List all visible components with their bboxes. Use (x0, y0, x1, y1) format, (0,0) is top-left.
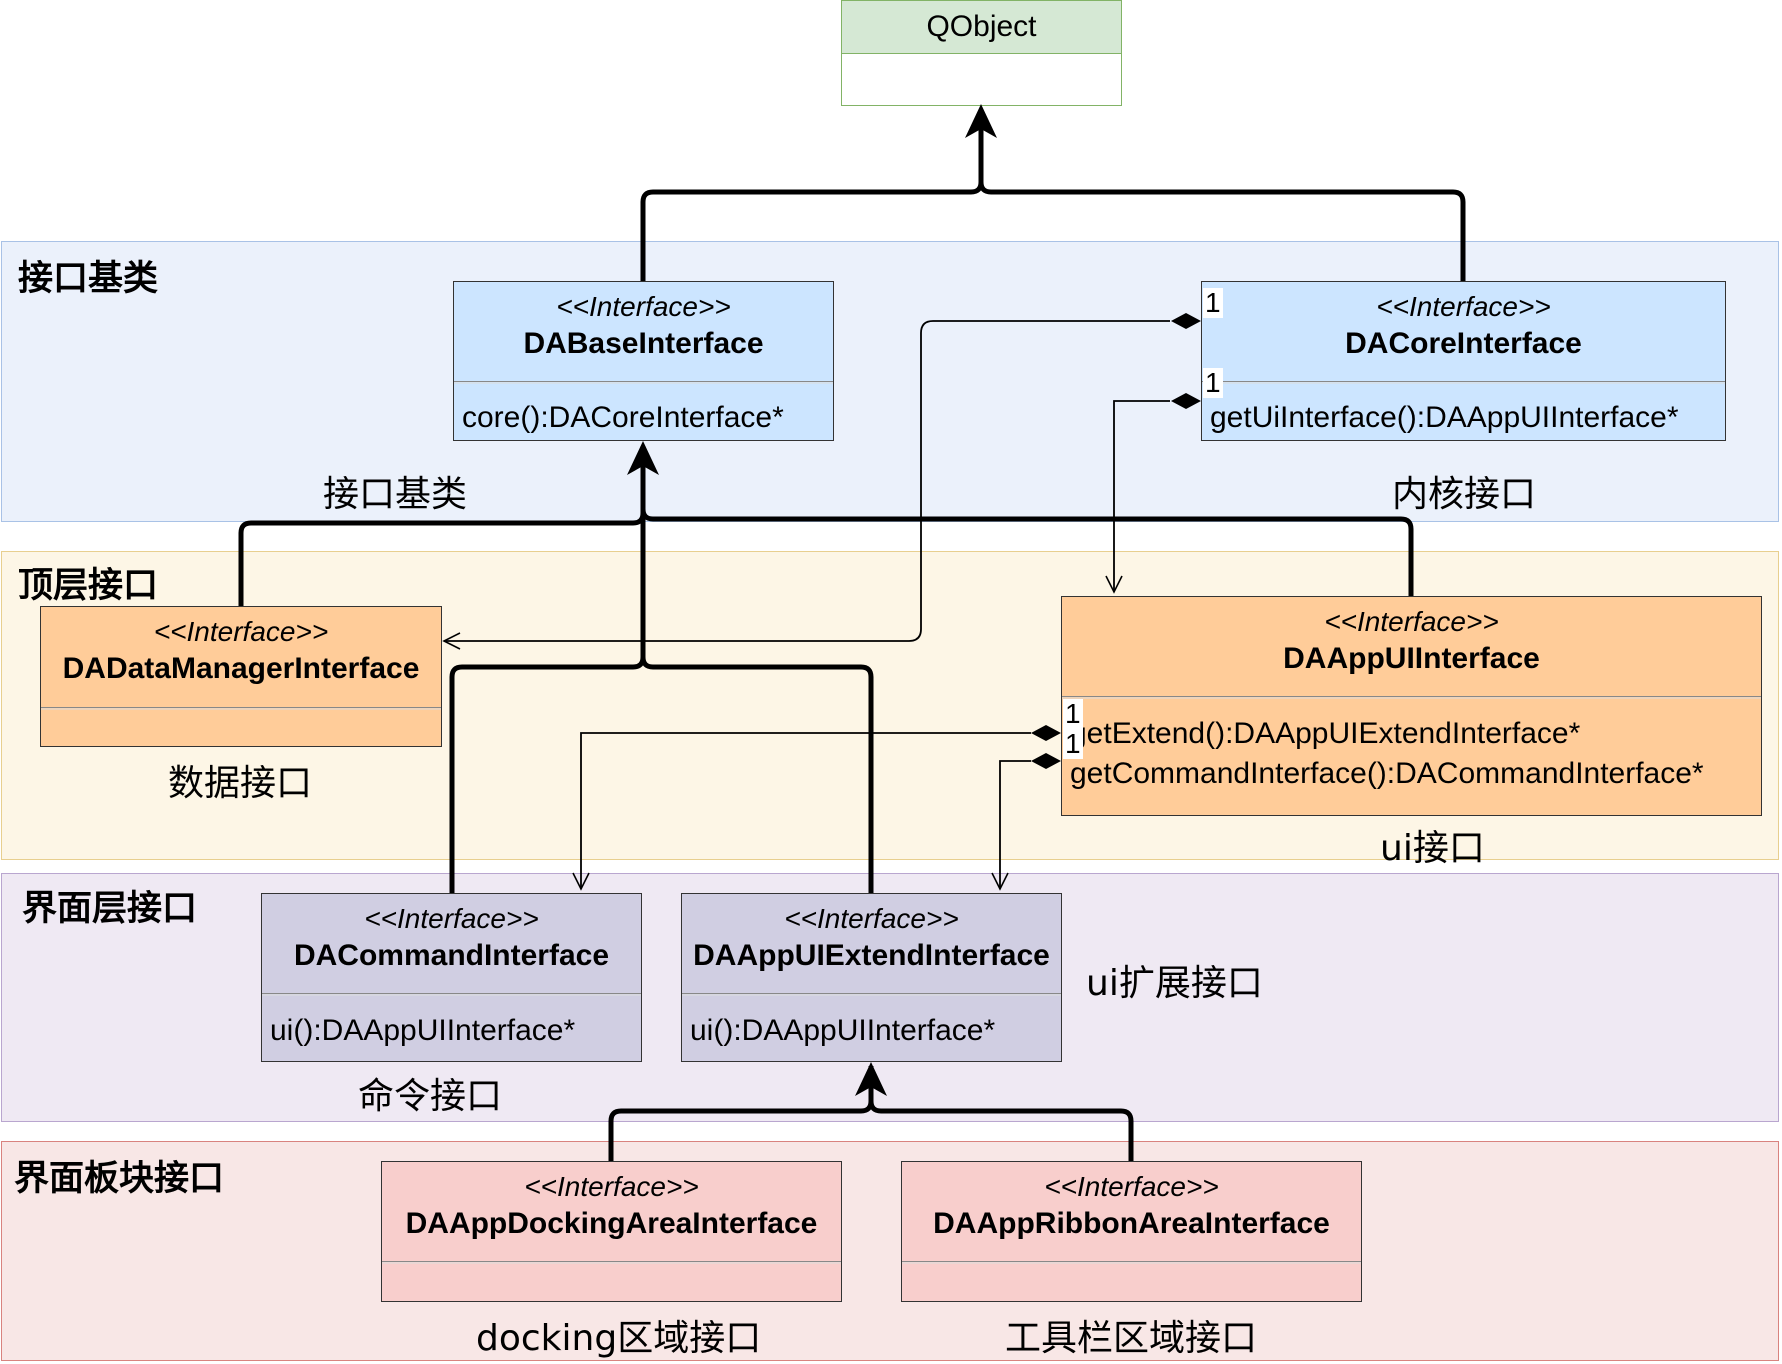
divider (262, 993, 641, 994)
multiplicity-label: 1 (1063, 698, 1083, 729)
layer-title: 接口基类 (18, 259, 159, 299)
class-name: DABaseInterface (523, 327, 764, 360)
divider (682, 993, 1061, 994)
class-header: <<Interface>> DACommandInterface (262, 894, 641, 976)
divider (382, 1261, 841, 1262)
divider (902, 1261, 1361, 1262)
stereotype: <<Interface>> (1044, 1171, 1219, 1202)
base-arrowhead (627, 441, 659, 475)
qobject-class: QObject (841, 0, 1122, 106)
daappribbonareainterface-class: <<Interface>> DAAppRibbonAreaInterface (901, 1161, 1362, 1302)
class-member: ui():DAAppUIInterface* (270, 1014, 576, 1047)
daappuiextendinterface-class: <<Interface>> DAAppUIExtendInterface ui(… (681, 893, 1062, 1062)
daappdockingareainterface-class: <<Interface>> DAAppDockingAreaInterface (381, 1161, 842, 1302)
caption-core: 内核接口 (1392, 474, 1537, 515)
class-header: <<Interface>> DAAppRibbonAreaInterface (902, 1162, 1361, 1244)
inherit-data-base (238, 446, 646, 606)
inherit-appui-base (640, 508, 1414, 596)
class-name: QObject (926, 10, 1037, 43)
dacoreinterface-class: <<Interface>> DACoreInterface getUiInter… (1201, 281, 1726, 441)
inherit-core-qobject (978, 181, 1466, 281)
compose-appui-extend (991, 760, 1031, 891)
caption-ribbon: 工具栏区域接口 (1005, 1318, 1258, 1359)
diamond-appui-command (1031, 725, 1061, 741)
stereotype: <<Interface>> (1376, 291, 1551, 322)
qobject-arrowhead (965, 104, 997, 138)
class-member: getExtend():DAAppUIExtendInterface* (1070, 717, 1581, 750)
class-header: <<Interface>> DADataManagerInterface (41, 607, 441, 689)
class-name: DAAppUIExtendInterface (693, 939, 1050, 972)
layer-module: 界面板块接口 (1, 1141, 1779, 1361)
dacommandinterface-class: <<Interface>> DACommandInterface ui():DA… (261, 893, 642, 1062)
class-header: <<Interface>> DAAppUIInterface (1062, 597, 1761, 679)
inherit-extend-base (640, 656, 874, 893)
stereotype: <<Interface>> (1324, 606, 1499, 637)
dabaseinterface-class: <<Interface>> DABaseInterface core():DAC… (453, 281, 834, 441)
multiplicity-label: 1 (1203, 287, 1223, 318)
class-name: DACommandInterface (293, 939, 610, 972)
divider (1202, 381, 1725, 382)
class-name: DAAppDockingAreaInterface (405, 1207, 818, 1240)
inherit-base-qobject (640, 110, 984, 281)
inherit-command-base (449, 446, 646, 893)
stereotype: <<Interface>> (153, 616, 329, 647)
daappuiinterface-class: <<Interface>> DAAppUIInterface getExtend… (1061, 596, 1762, 816)
class-member: ui():DAAppUIInterface* (690, 1014, 996, 1047)
stereotype: <<Interface>> (784, 903, 959, 934)
class-name: DADataManagerInterface (62, 652, 420, 685)
divider (41, 707, 441, 708)
class-header: <<Interface>> DAAppDockingAreaInterface (382, 1162, 841, 1244)
multiplicity-label: 1 (1063, 728, 1083, 759)
class-member: getUiInterface():DAAppUIInterface* (1210, 401, 1679, 434)
inherit-docking-extend (608, 1066, 874, 1161)
class-name: DACoreInterface (1345, 327, 1582, 360)
dadatamanagerinterface-class: <<Interface>> DADataManagerInterface (40, 606, 442, 747)
caption-appui: ui接口 (1380, 828, 1485, 869)
class-header: <<Interface>> DABaseInterface (454, 282, 833, 364)
class-header: <<Interface>> DACoreInterface (1202, 282, 1725, 364)
layer-title: 界面板块接口 (14, 1159, 225, 1199)
class-name: DAAppUIInterface (1283, 642, 1540, 675)
caption-data: 数据接口 (168, 763, 313, 804)
layer-title: 界面层接口 (22, 889, 198, 929)
multiplicity-label: 1 (1203, 367, 1223, 398)
stereotype: <<Interface>> (556, 291, 731, 322)
diamond-appui-extend (1031, 753, 1061, 769)
class-member: core():DACoreInterface* (462, 401, 784, 434)
diamond-core-data (1171, 313, 1201, 329)
stereotype: <<Interface>> (524, 1171, 699, 1202)
inherit-ribbon-extend (868, 1100, 1134, 1161)
divider (1062, 696, 1761, 697)
stereotype: <<Interface>> (364, 903, 539, 934)
layer-title: 顶层接口 (18, 566, 159, 606)
caption-docking: docking区域接口 (476, 1318, 762, 1359)
caption-base: 接口基类 (323, 474, 468, 515)
compose-appui-command (572, 732, 1031, 891)
extend-arrowhead (855, 1062, 887, 1096)
qobject-header: QObject (842, 1, 1121, 54)
class-name: DAAppRibbonAreaInterface (933, 1207, 1330, 1240)
compose-core-appui (1105, 400, 1170, 594)
compose-core-data (442, 320, 1170, 650)
class-header: <<Interface>> DAAppUIExtendInterface (682, 894, 1061, 976)
caption-command: 命令接口 (358, 1076, 503, 1117)
diamond-core-appui (1171, 393, 1201, 409)
caption-extend: ui扩展接口 (1086, 963, 1263, 1004)
class-member: getCommandInterface():DACommandInterface… (1070, 757, 1704, 790)
divider (454, 381, 833, 382)
